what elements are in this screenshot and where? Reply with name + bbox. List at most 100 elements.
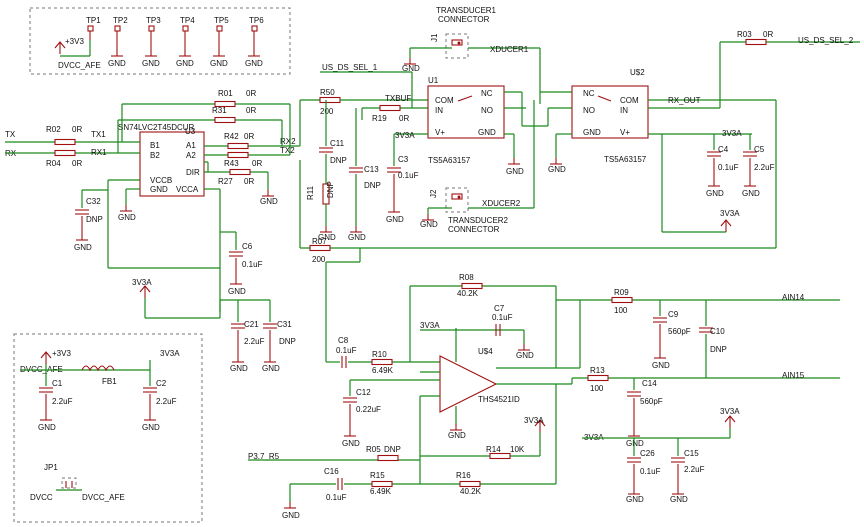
components-c10-ref-text: C10 <box>710 327 725 336</box>
labels-v3v3a-text: 3V3A <box>524 416 544 425</box>
testpoints-items-1-text: TP2 <box>113 16 128 25</box>
us-ds-sel-2-label: US_DS_SEL_2 <box>798 36 854 45</box>
labels-gnd-text: GND <box>506 167 524 176</box>
rx1-label: RX1 <box>91 148 107 157</box>
testpoints-gnd-text: GND <box>108 59 126 68</box>
components-r10-val-text: 6.49K <box>372 366 394 375</box>
u4-body[interactable] <box>439 355 498 413</box>
components-r50-ref-text: R50 <box>320 88 335 97</box>
components-c26-val-text: 0.1uF <box>640 467 661 476</box>
components-r11-val-text: DNP <box>326 181 335 198</box>
parts-u3-pins-vccb-text: VCCB <box>150 176 172 185</box>
components-c16-val-text: 0.1uF <box>326 493 347 502</box>
labels-v3v3a-text: 3V3A <box>420 321 440 330</box>
testpoints-items-5-text: TP6 <box>249 16 264 25</box>
components-r05-val-text: DNP <box>384 445 401 454</box>
testpoints-items-0-text: TP1 <box>86 16 101 25</box>
labels-gnd-text: GND <box>118 213 136 222</box>
parts-u2-pins-com-text: COM <box>620 96 639 105</box>
parts-j2-name-text: TRANSDUCER2 <box>448 216 509 225</box>
components-c32-val-text: DNP <box>86 215 103 224</box>
labels-gnd-text: GND <box>548 165 566 174</box>
u4-part: THS4521ID <box>478 395 520 404</box>
parts-u2-pins-gnd-text: GND <box>583 128 601 137</box>
labels-gnd-text: GND <box>342 439 360 448</box>
components-r15-val-text: 6.49K <box>370 487 392 496</box>
p3-7-r5-label: P3.7_R5 <box>248 452 280 461</box>
tx2-label: TX2 <box>280 146 295 155</box>
components-c2-val-text: 2.2uF <box>156 397 177 406</box>
u1-body[interactable] <box>427 85 505 139</box>
testpoints-items-4-text: TP5 <box>214 16 229 25</box>
testpoints-gnd-text: GND <box>176 59 194 68</box>
level-shifter-block: SN74LVC2T45DCUR U3 B1 B2 A1 A2 DIR VCCB … <box>5 89 300 373</box>
components-c15-ref-text: C15 <box>684 449 699 458</box>
components-c8-val-text: 0.1uF <box>336 346 357 355</box>
components-c31-val-text: DNP <box>279 337 296 346</box>
parts-u1-pins-gnd-text: GND <box>478 128 496 137</box>
components-r07-val-text: 200 <box>312 255 326 264</box>
components-r09-val-text: 100 <box>614 306 628 315</box>
components-r03-val-text: 0R <box>763 30 773 39</box>
testpoints-gnd-text: GND <box>245 59 263 68</box>
parts-u3-pins-a1-text: A1 <box>186 141 196 150</box>
u2-body[interactable] <box>571 85 649 139</box>
labels-gnd-text: GND <box>626 439 644 448</box>
components-r04-val-text: 0R <box>72 159 82 168</box>
labels-gnd-text: GND <box>282 511 300 520</box>
labels-gnd-text: GND <box>402 64 420 73</box>
labels-dvcc_afe-text: DVCC_AFE <box>82 493 125 502</box>
labels-gnd-text: GND <box>626 495 644 504</box>
txbuf-label: TXBUF <box>385 94 411 103</box>
labels-gnd-text: GND <box>74 243 92 252</box>
components-r31-val-text: 0R <box>246 106 256 115</box>
parts-u1-pins-vp-text: V+ <box>435 128 445 137</box>
components-r09-ref-text: R09 <box>614 288 629 297</box>
labels-gnd-text: GND <box>318 233 336 242</box>
parts-u2-pins-nc-text: NC <box>583 89 595 98</box>
labels-gnd-text: GND <box>652 361 670 370</box>
u3-body[interactable] <box>139 131 205 197</box>
components-r08-ref-text: R08 <box>459 273 474 282</box>
parts-u2-pins-vp-text: V+ <box>620 128 630 137</box>
u2-part: TS5A63157 <box>604 155 647 164</box>
tp1[interactable]: TP1 <box>86 16 101 40</box>
components-c14-ref-text: C14 <box>642 379 657 388</box>
labels-gnd-text: GND <box>142 423 160 432</box>
parts-u3-pins-dir-text: DIR <box>186 168 200 177</box>
dvcc-afe-label: DVCC_AFE <box>58 61 101 70</box>
testpoints-gnd-text: GND <box>142 59 160 68</box>
components-r42-val-text: 0R <box>244 132 254 141</box>
rx2-label: RX2 <box>280 137 296 146</box>
parts-u1-pins-nc-text: NC <box>481 89 493 98</box>
components-c10-val-text: DNP <box>710 345 727 354</box>
testpoint-frame <box>29 7 291 75</box>
components-r31-ref-text: R31 <box>212 106 227 115</box>
testpoints-gnd-text: GND <box>210 59 228 68</box>
components-c1-ref-text: C1 <box>52 379 63 388</box>
components-r27-val-text: 0R <box>244 177 254 186</box>
ain15-label: AIN15 <box>782 371 805 380</box>
components-r11-ref-text: R11 <box>306 185 315 200</box>
components-c3-val-text: 0.1uF <box>398 171 419 180</box>
parts-u2-pins-no-text: NO <box>583 106 595 115</box>
components-r50-val-text: 200 <box>320 107 334 116</box>
components-r10-ref-text: R10 <box>372 350 387 359</box>
rx-out-label: RX_OUT <box>668 96 701 105</box>
components-c6-val-text: 0.1uF <box>242 260 263 269</box>
components-r01-val-text: 0R <box>246 89 256 98</box>
components-c9-ref-text: C9 <box>668 310 679 319</box>
components-r02-val-text: 0R <box>72 125 82 134</box>
parts-u1-pins-com-text: COM <box>435 96 454 105</box>
u2-block: U$2 NC NO GND COM IN V+ TS5A63157 GND RX… <box>299 30 860 264</box>
components-r15-ref-text: R15 <box>370 471 385 480</box>
components-r02-ref-text: R02 <box>46 125 61 134</box>
